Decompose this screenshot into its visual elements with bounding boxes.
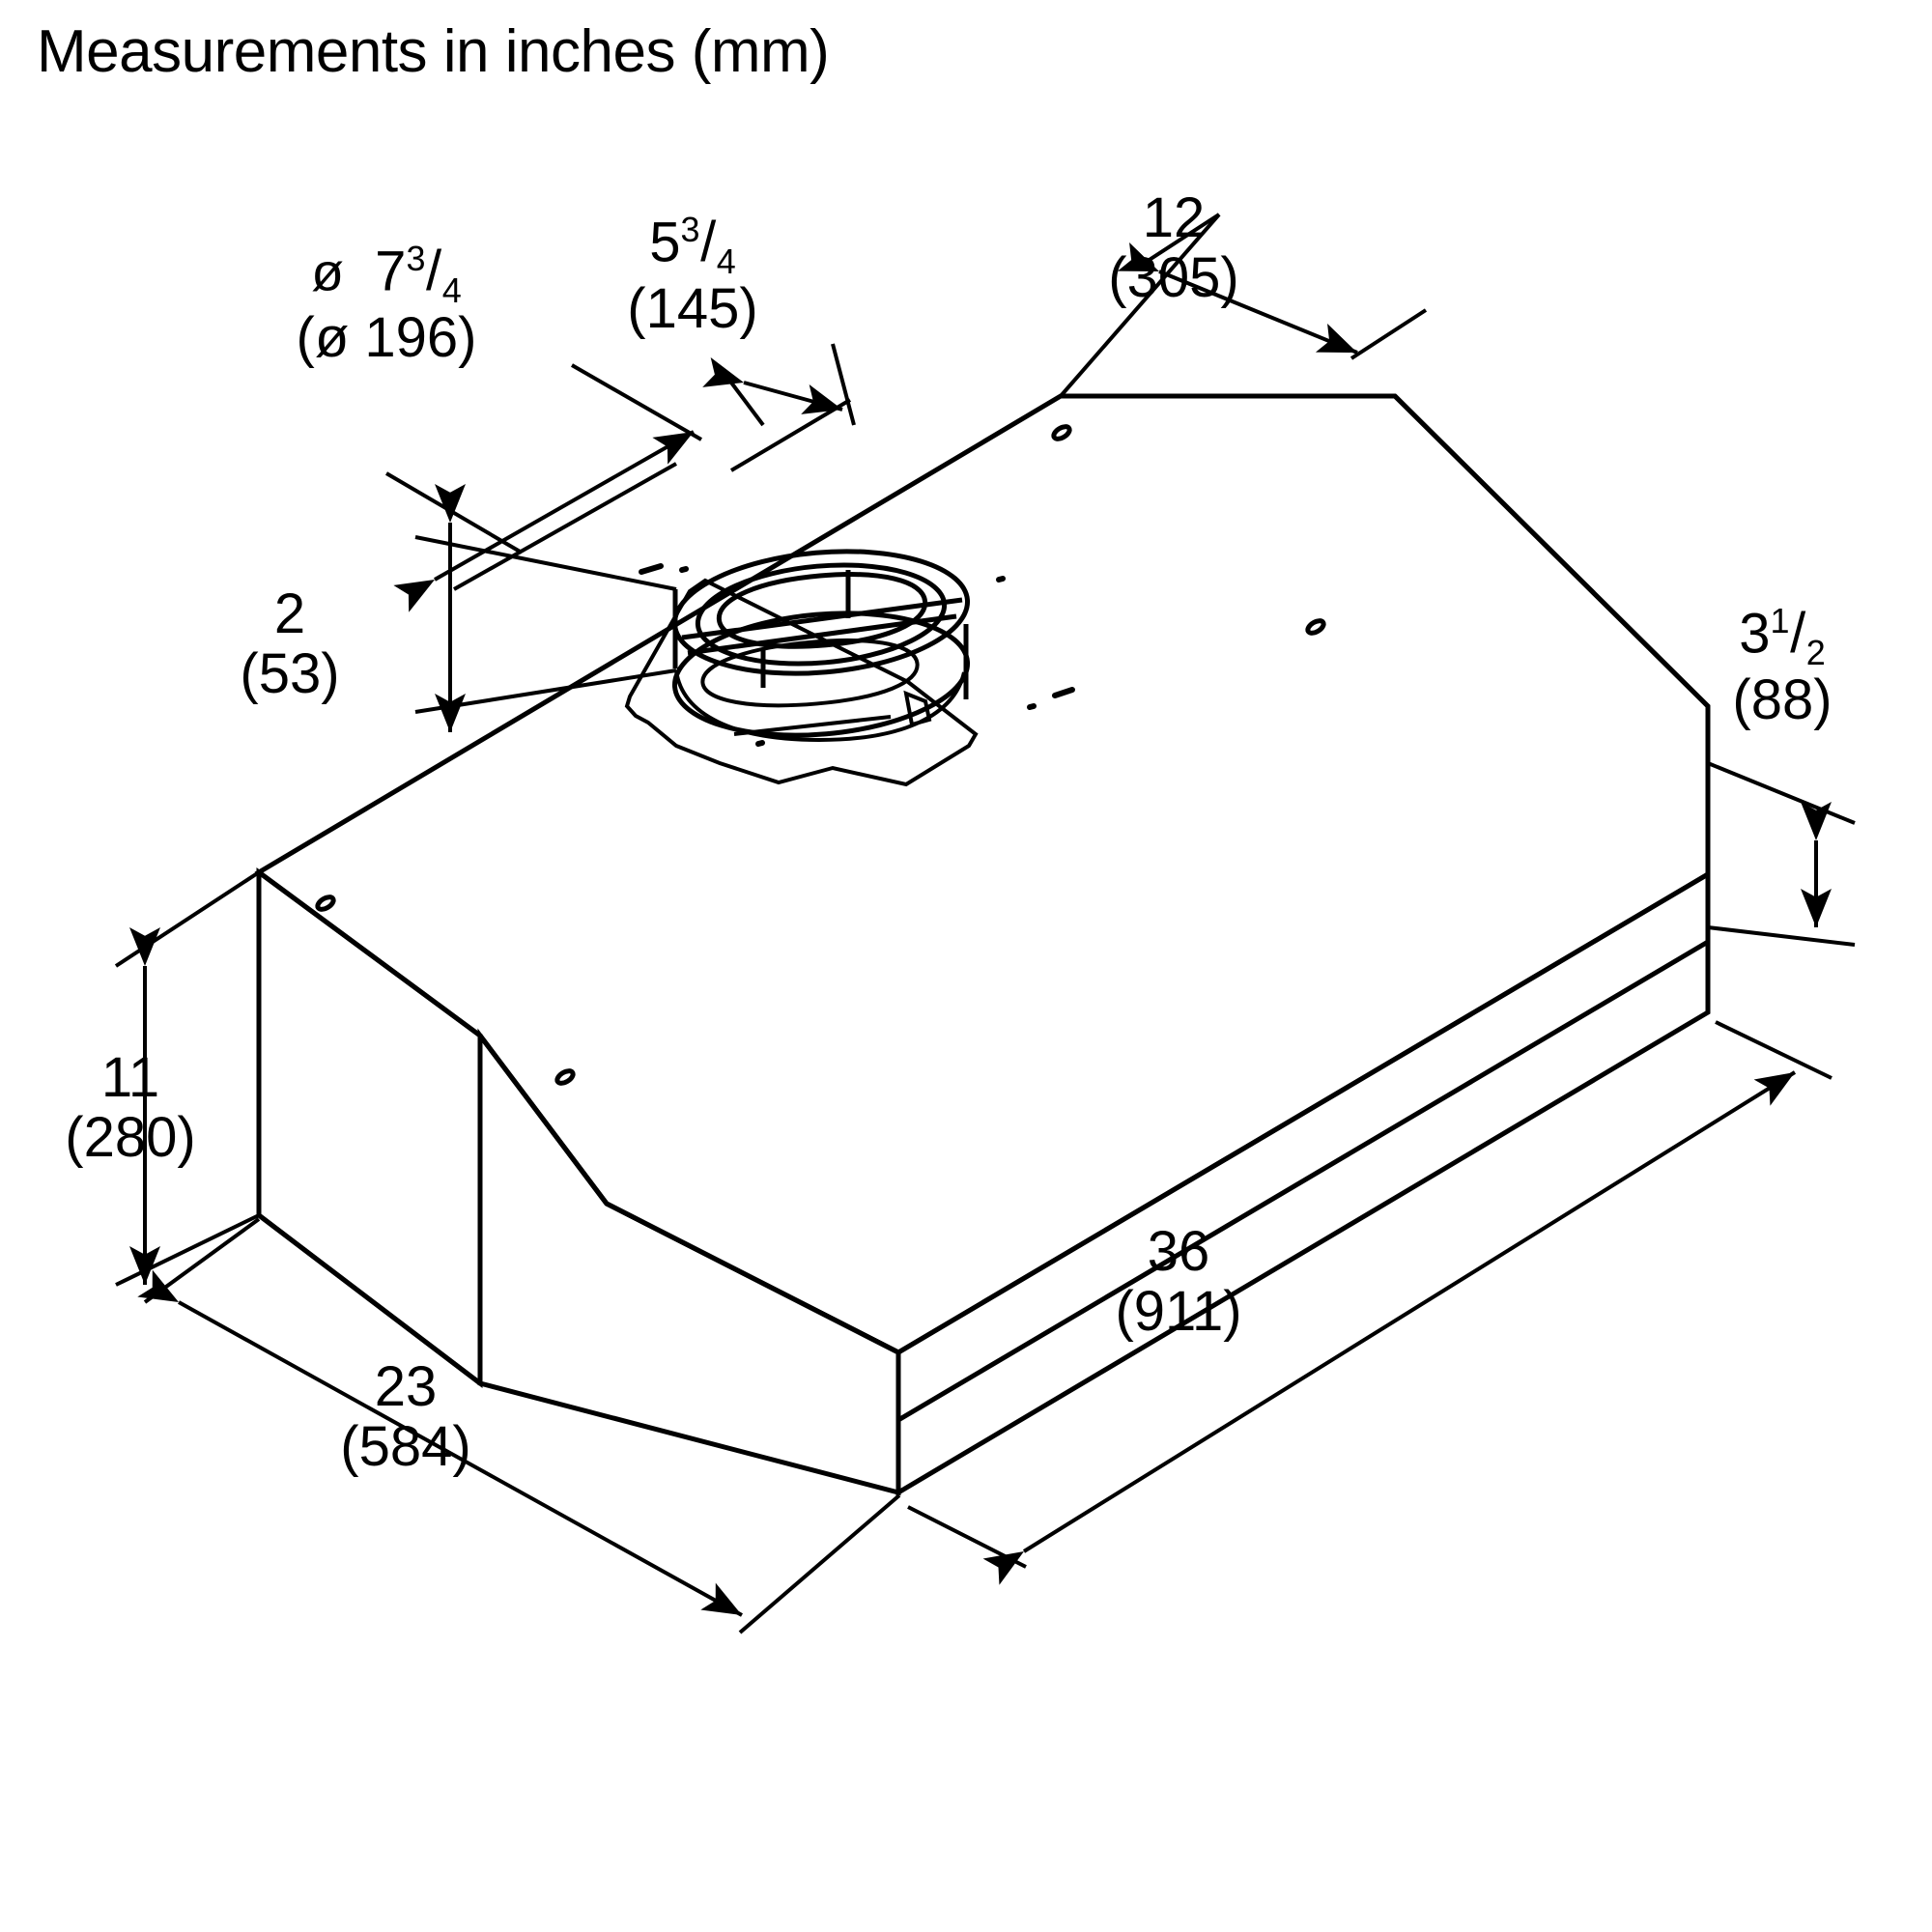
dim-label-canopy-front-height: 31/2 (88) [1647,604,1918,730]
hood-front-band-edge [896,939,1710,1423]
dimline-duct-diameter [393,430,695,612]
dimension-lines [114,213,1856,1634]
dim-label-collar-height: 2 (53) [179,584,401,704]
extline-911-a [907,1505,1027,1569]
extline-88-top [1707,761,1856,825]
extline-280-bottom [115,1213,260,1287]
extline-88-bottom [1707,925,1856,947]
dim-overall-width-mm: (911) [1115,1280,1242,1343]
extline-305-a [1140,213,1221,267]
duct-damper-hinge-bar [681,597,963,640]
extline-280-top [114,870,261,968]
dim-canopy-front-height-inches: 31/2 [1739,601,1826,672]
hood-chamfer-fold-left [478,1034,609,1206]
extline-584-b [738,1493,901,1634]
dim-overall-height-inches: 11 [100,1046,160,1109]
duct-damper-hinge-bar-2 [687,613,957,656]
hood-left-end-face [256,867,483,1389]
extline-duct-dia-a [571,363,702,441]
extline-duct-dia-b [384,471,524,554]
dim-collar-height-mm: (53) [240,642,340,705]
dimline-duct-front-offset [702,356,843,414]
extline-145-a [718,365,765,427]
extline-911-b [1715,1020,1833,1080]
dim-duct-right-offset-inches: 12 [1142,186,1206,249]
dim-label-duct-diameter: ø 73/4 (ø 196) [242,242,531,368]
dim-label-duct-front-offset: 53/4 (145) [572,213,813,339]
extline-53-top [414,535,677,591]
dim-label-duct-right-offset: 12 (305) [980,188,1367,308]
duct-mounting-plate [624,578,979,787]
dimline-overall-depth [137,1269,743,1617]
centerline-dash-a [639,563,664,575]
centerline-dash-c [1027,703,1037,710]
dimple-front-left [315,895,336,912]
duct-collar-bottom-rim [671,611,971,738]
duct-damper-lower-tab [700,638,920,708]
centerline-dot-b [755,740,765,747]
dim-duct-diameter-inches: ø 73/4 [311,239,462,310]
dim-overall-width-inches: 36 [1147,1220,1210,1283]
duct-collar-lower-skirt [674,669,966,743]
dim-label-overall-height: 11 (280) [10,1048,251,1168]
extline-duct-dia-c [453,462,677,591]
dimline-overall-width [982,1070,1797,1585]
dim-overall-depth-mm: (584) [340,1415,471,1478]
dim-overall-depth-inches: 23 [374,1355,438,1418]
extline-584-a [143,1217,261,1304]
dim-collar-height-inches: 2 [273,582,306,645]
dim-duct-diameter-mm: (ø 196) [296,305,477,369]
leader-145-to-duct [729,398,852,472]
hood-chamfer-fold-front [605,1201,900,1355]
centerline-dot-a [679,566,689,573]
dimple-front-mid [554,1068,576,1086]
duct-collar-latch-notch [903,690,932,727]
dim-duct-front-offset-inches: 53/4 [649,210,736,281]
extline-53-bottom [414,668,677,714]
dim-overall-height-mm: (280) [65,1106,196,1169]
dimple-rear-right [1305,618,1326,636]
duct-collar-top-rim-outer [671,549,971,676]
duct-collar-skirt-cut [733,715,892,736]
dimline-duct-right-offset [1117,242,1358,355]
extline-305-b [1350,308,1428,360]
dim-label-overall-width: 36 (911) [1019,1222,1338,1342]
dim-label-overall-depth: 23 (584) [246,1357,565,1477]
dim-duct-right-offset-mm: (305) [1108,246,1239,309]
hood-body [254,393,1711,1497]
mounting-dimples [315,424,1326,1086]
hood-top-panel [254,393,1711,1355]
duct-collar-assembly [624,549,979,787]
dimple-rear-left [1051,424,1072,441]
dim-canopy-front-height-mm: (88) [1732,668,1833,731]
extline-305-drop [1059,213,1221,398]
extline-145-b [831,343,856,426]
centerline-dash-d [1052,687,1075,698]
centerline-dash-b [996,576,1006,582]
page-title: Measurements in inches (mm) [37,18,830,85]
dim-duct-front-offset-mm: (145) [627,276,758,340]
